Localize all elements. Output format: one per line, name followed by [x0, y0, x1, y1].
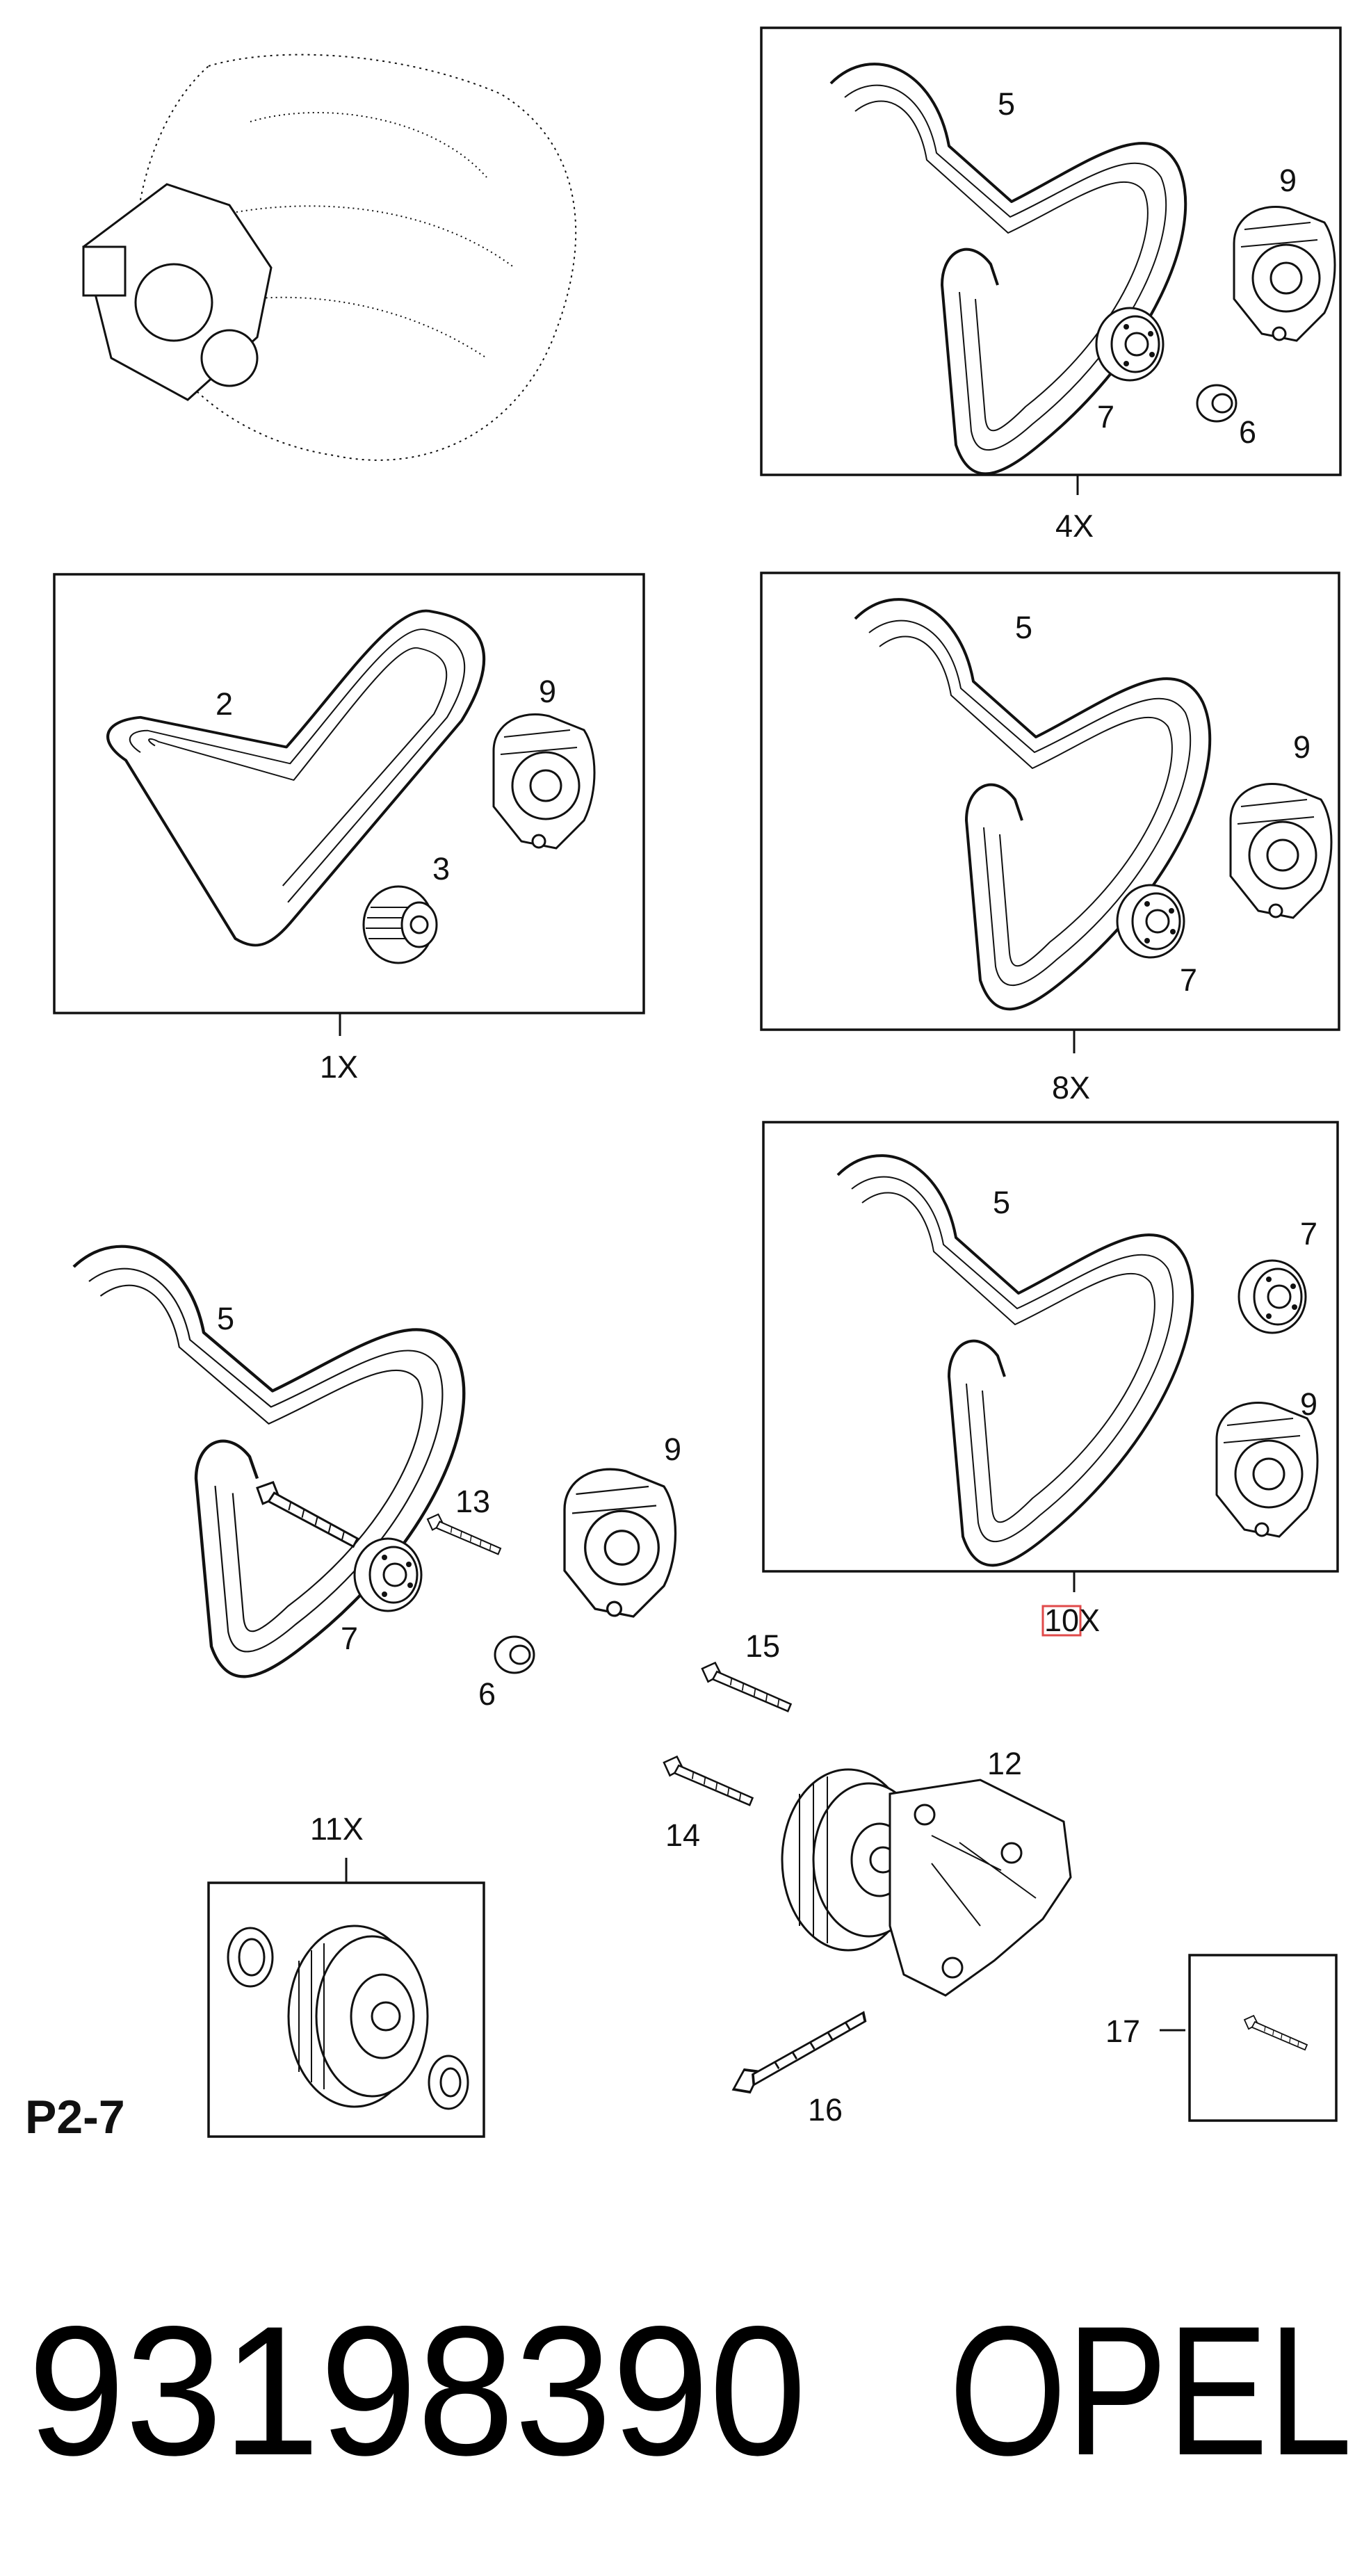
callout-label: 9 [539, 674, 556, 709]
tensioner-icon [492, 713, 596, 850]
part-number: 93198390 [28, 2288, 806, 2494]
bolt-icon [663, 1756, 754, 1806]
callout-label: 14 [665, 1817, 700, 1853]
bolt-icon [701, 1662, 792, 1712]
callout-label: 9 [664, 1432, 681, 1467]
callout-label: 7 [1097, 399, 1114, 435]
callout-label: 6 [1239, 414, 1256, 450]
bolt-icon [1244, 2015, 1308, 2051]
group-label: 8X [1052, 1070, 1090, 1105]
idler-pulley-icon [362, 885, 438, 964]
callout-label: 3 [432, 851, 450, 886]
idler-pulley-icon [1116, 884, 1185, 959]
tensioner-icon [1229, 782, 1333, 919]
group-frame-4x [760, 26, 1342, 476]
bracket-icon [781, 1768, 1072, 1997]
belt-icon [74, 1247, 464, 1677]
callout-label: 12 [987, 1746, 1022, 1781]
callout-label: 9 [1300, 1386, 1317, 1422]
callout-label: 13 [455, 1484, 490, 1519]
diagram-reference: P2-7 [25, 2091, 125, 2144]
callout-label: 5 [217, 1301, 234, 1336]
belt-icon [836, 1154, 1194, 1567]
tensioner-icon [563, 1468, 677, 1618]
bolt-icon [426, 1513, 502, 1555]
callout-label: 5 [998, 86, 1015, 122]
idler-pulley-icon [1238, 1259, 1307, 1334]
callout-label: 17 [1105, 2014, 1140, 2049]
callout-label: 7 [1180, 962, 1197, 998]
callout-label: 9 [1279, 163, 1297, 198]
group-frame-10x [762, 1121, 1339, 1573]
bolt-icon [727, 1980, 870, 2123]
idler-pulley-icon [353, 1537, 423, 1612]
engine-icon [82, 54, 577, 461]
callout-label: 2 [216, 686, 233, 722]
bushing-icon [1196, 384, 1238, 423]
group-frame-8x [760, 572, 1340, 1031]
tensioner-icon [1215, 1401, 1319, 1538]
callout-label: 16 [808, 2092, 843, 2128]
group-label: 1X [320, 1049, 358, 1085]
bolt-icon [252, 1480, 363, 1548]
callout-label: 9 [1293, 729, 1311, 765]
idler-pulley-icon [227, 1925, 469, 2110]
callout-label: 5 [1015, 610, 1032, 645]
idler-pulley-icon [1095, 307, 1165, 382]
bushing-icon [494, 1635, 535, 1674]
group-label: 11X [310, 1811, 364, 1847]
group-label: 4X [1055, 508, 1094, 544]
callout-label: 7 [1300, 1216, 1317, 1251]
callout-label: 7 [341, 1621, 358, 1656]
callout-label: 5 [993, 1185, 1010, 1220]
group-label: 10X [1044, 1603, 1100, 1638]
group-frame-17 [1188, 1954, 1338, 2122]
belt-icon [106, 609, 486, 947]
callout-label: 6 [478, 1676, 496, 1712]
brand-name: OPEL [949, 2288, 1352, 2494]
tensioner-icon [1233, 205, 1336, 342]
group-frame-1x [53, 573, 645, 1014]
callout-label: 15 [745, 1628, 780, 1664]
belt-icon [829, 63, 1187, 476]
